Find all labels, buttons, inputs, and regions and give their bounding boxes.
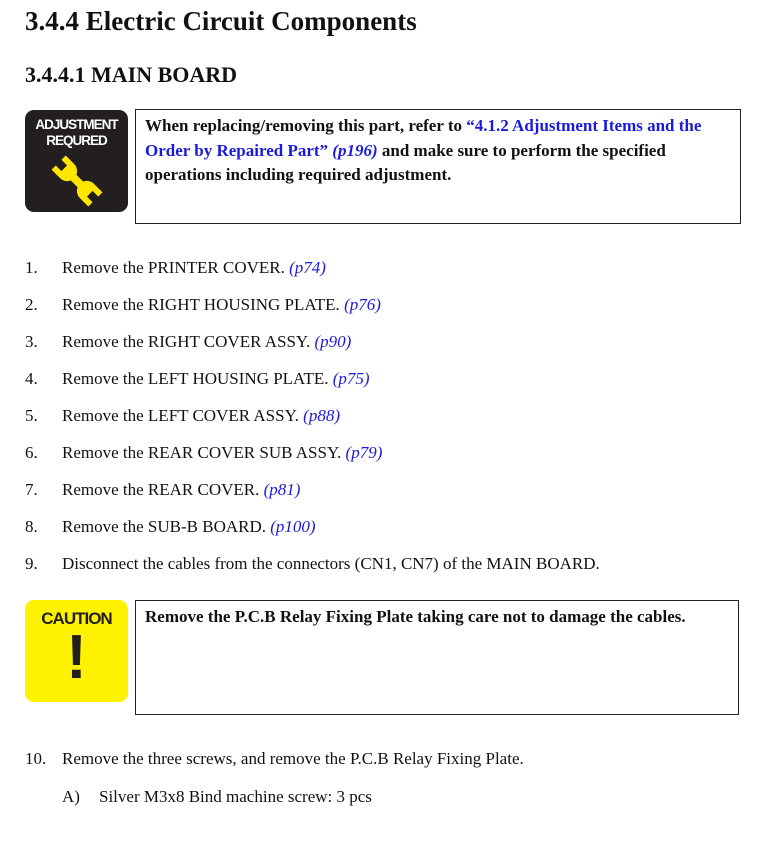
step-7: 7. Remove the REAR COVER. (p81) <box>25 480 300 500</box>
page-ref-link[interactable]: (p88) <box>303 406 340 425</box>
icon-label: REQURED <box>46 133 108 148</box>
step-number: 6. <box>25 443 38 462</box>
step-text: Remove the RIGHT HOUSING PLATE. <box>62 295 345 314</box>
icon-label: CAUTION <box>41 609 112 628</box>
caution-text: Remove the P.C.B Relay Fixing Plate taki… <box>145 607 686 626</box>
page-ref-link[interactable]: (p90) <box>314 332 352 351</box>
caution-note: Remove the P.C.B Relay Fixing Plate taki… <box>135 600 739 715</box>
step-text: Remove the LEFT COVER ASSY. <box>62 406 304 425</box>
page-ref-link[interactable]: (p81) <box>263 480 301 499</box>
step-number: 5. <box>25 406 38 425</box>
page-ref-link[interactable]: (p79) <box>345 443 383 462</box>
step-text: Remove the LEFT HOUSING PLATE. <box>62 369 333 388</box>
step-4: 4. Remove the LEFT HOUSING PLATE. (p75) <box>25 369 370 389</box>
sub-step-text: Silver M3x8 Bind machine screw: 3 pcs <box>99 787 372 806</box>
step-text: Disconnect the cables from the connector… <box>62 554 600 573</box>
sub-step-a: A) Silver M3x8 Bind machine screw: 3 pcs <box>62 787 372 807</box>
step-text: Remove the REAR COVER. <box>62 480 264 499</box>
step-text: Remove the three screws, and remove the … <box>62 749 524 768</box>
section-title: 3.4.4 Electric Circuit Components <box>25 6 417 36</box>
step-2: 2. Remove the RIGHT HOUSING PLATE. (p76) <box>25 295 381 315</box>
page-ref-link[interactable]: (p75) <box>332 369 370 388</box>
step-3: 3. Remove the RIGHT COVER ASSY. (p90) <box>25 332 351 352</box>
step-number: 3. <box>25 332 38 351</box>
adjustment-required-icon: ADJUSTMENT REQURED <box>25 110 128 212</box>
caution-icon: CAUTION ! <box>25 600 128 702</box>
step-5: 5. Remove the LEFT COVER ASSY. (p88) <box>25 406 340 426</box>
step-text: Remove the REAR COVER SUB ASSY. <box>62 443 346 462</box>
note-text: When replacing/removing this part, refer… <box>145 116 467 135</box>
sub-step-label: A) <box>62 787 80 806</box>
step-text: Remove the SUB-B BOARD. <box>62 517 271 536</box>
subsection-title: 3.4.4.1 MAIN BOARD <box>25 62 238 87</box>
step-9: 9. Disconnect the cables from the connect… <box>25 554 600 574</box>
step-number: 9. <box>25 554 38 573</box>
step-6: 6. Remove the REAR COVER SUB ASSY. (p79) <box>25 443 382 463</box>
step-text: Remove the PRINTER COVER. <box>62 258 290 277</box>
page-ref-link[interactable]: (p76) <box>344 295 381 314</box>
step-1: 1. Remove the PRINTER COVER. (p74) <box>25 258 326 278</box>
step-number: 7. <box>25 480 38 499</box>
wrench-icon <box>51 155 102 207</box>
step-text: Remove the RIGHT COVER ASSY. <box>62 332 315 351</box>
adjustment-note: When replacing/removing this part, refer… <box>135 109 741 224</box>
note-text: and make sure to perform the specified o… <box>145 140 666 185</box>
step-10: 10. Remove the three screws, and remove t… <box>25 749 524 769</box>
step-8: 8. Remove the SUB-B BOARD. (p100) <box>25 517 316 537</box>
page-ref-link[interactable]: (p74) <box>289 258 326 277</box>
icon-label: ADJUSTMENT <box>35 117 118 132</box>
step-number: 2. <box>25 295 38 314</box>
step-number: 10. <box>25 749 47 768</box>
step-number: 4. <box>25 369 38 388</box>
step-number: 8. <box>25 517 38 536</box>
page-ref-link[interactable]: (p196) <box>332 140 378 160</box>
page-ref-link[interactable]: (p100) <box>270 517 316 536</box>
exclamation-icon: ! <box>66 623 87 692</box>
adjustment-link[interactable]: “4.1.2 Adjustment Items and the Order by… <box>145 116 702 160</box>
step-number: 1. <box>25 258 38 277</box>
